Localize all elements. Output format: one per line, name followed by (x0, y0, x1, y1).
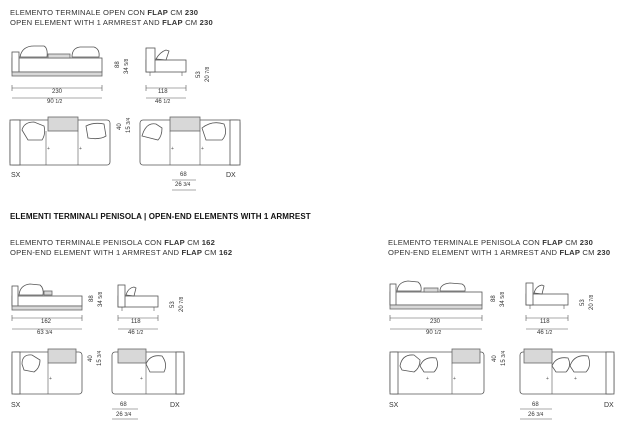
svg-text:+: + (546, 376, 549, 382)
sec3-caption-it: ELEMENTO TERMINALE PENISOLA CON FLAP CM … (388, 238, 594, 247)
sec3-seat-in: 20 7/8 (589, 294, 595, 310)
sec3-arm-cm: 40 (492, 355, 498, 362)
sec1-sx-label: SX (11, 172, 21, 179)
sec3-armw-cm: 68 (532, 402, 539, 408)
sec2-dx-label: DX (170, 402, 180, 409)
sec3-height-cm: 88 (491, 295, 497, 302)
svg-text:+: + (47, 146, 50, 152)
svg-text:+: + (426, 376, 429, 382)
sec3-caption-en: OPEN-END ELEMENT WITH 1 ARMREST AND FLAP… (388, 248, 611, 257)
sec2-sx-label: SX (11, 402, 21, 409)
sec3-arm-in: 15 3/4 (501, 350, 507, 366)
sec2-caption-en: OPEN-END ELEMENT WITH 1 ARMREST AND FLAP… (10, 248, 233, 257)
sec1-armw-cm: 68 (180, 172, 187, 178)
svg-text:+: + (201, 146, 204, 152)
sec1-caption-it: ELEMENTO TERMINALE OPEN CON FLAP CM 230 (10, 8, 199, 17)
sec3-depth-cm: 118 (540, 319, 550, 325)
sec3-sx-label: SX (389, 402, 399, 409)
svg-text:+: + (171, 146, 174, 152)
sec2-armw-cm: 68 (120, 402, 127, 408)
sec3-depth-in: 46 1/2 (537, 330, 553, 336)
svg-text:+: + (574, 376, 577, 382)
sec2-depth-cm: 118 (131, 319, 141, 325)
section-heading: ELEMENTI TERMINALI PENISOLA | OPEN-END E… (10, 212, 311, 221)
sec2-armw-in: 26 3/4 (116, 412, 132, 418)
sec3-width-cm: 230 (430, 319, 441, 325)
sec1-width-in: 90 1/2 (47, 99, 63, 105)
sec1-armw-in: 26 3/4 (175, 182, 191, 188)
sec3-armw-in: 26 3/4 (528, 412, 544, 418)
sec2-caption-it: ELEMENTO TERMINALE PENISOLA CON FLAP CM … (10, 238, 216, 247)
sec2-width-cm: 162 (41, 319, 52, 325)
sec3-height-in: 34 5/8 (500, 291, 506, 307)
sec3-width-in: 90 1/2 (426, 330, 442, 336)
sec1-depth-in: 46 1/2 (155, 99, 171, 105)
sec3-dx-label: DX (604, 402, 614, 409)
svg-text:+: + (79, 146, 82, 152)
sec1-dx-label: DX (226, 172, 236, 179)
sec2-depth-in: 46 1/2 (128, 330, 144, 336)
sec1-caption-en: OPEN ELEMENT WITH 1 ARMREST AND FLAP CM … (10, 18, 213, 27)
svg-text:+: + (453, 376, 456, 382)
sec1-depth-cm: 118 (158, 89, 168, 95)
svg-text:+: + (140, 376, 143, 382)
sec2-width-in: 63 3/4 (37, 330, 53, 336)
sec1-width-cm: 230 (52, 89, 63, 95)
sec3-seat-cm: 53 (580, 299, 586, 306)
svg-text:+: + (49, 376, 52, 382)
